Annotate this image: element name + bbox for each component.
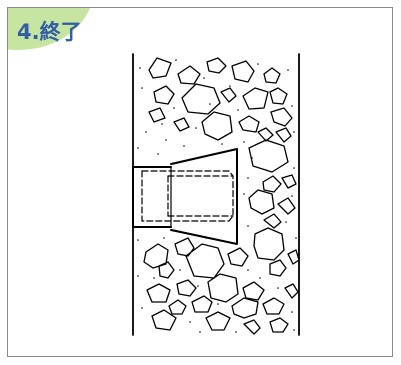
concrete-speckles <box>137 59 297 333</box>
anchor-body <box>132 148 238 245</box>
anchor-hidden-bore <box>141 170 234 222</box>
aggregate-stones <box>143 57 300 335</box>
anchor-in-concrete-icon <box>132 53 300 336</box>
step-panel: 4.終了 <box>7 7 393 357</box>
step-title: 4.終了 <box>17 20 82 44</box>
